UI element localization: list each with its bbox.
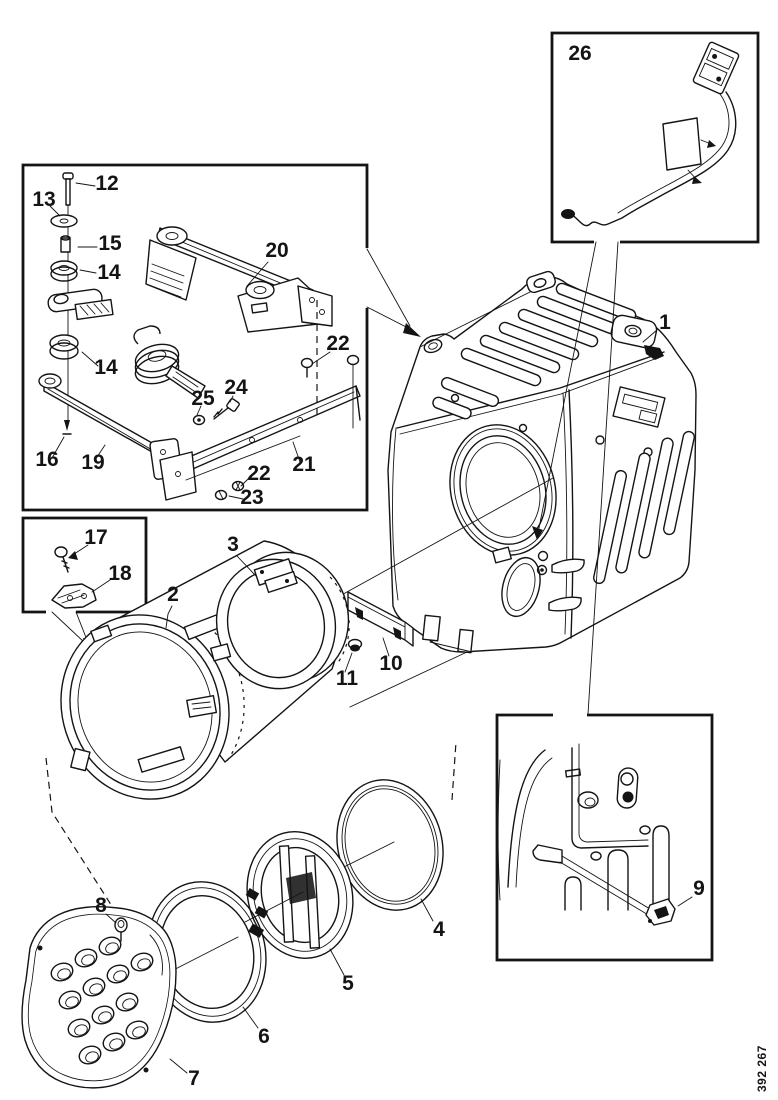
harness-wire bbox=[561, 91, 737, 227]
spacer-15 bbox=[60, 235, 71, 253]
screw-22-right bbox=[346, 354, 360, 429]
side-panel-ribs bbox=[592, 430, 695, 585]
inset-wire-harness bbox=[550, 31, 760, 244]
mounting-lug-left bbox=[423, 338, 443, 354]
callout-1: 1 bbox=[659, 311, 671, 334]
callout-2: 2 bbox=[167, 583, 179, 606]
callout-4: 4 bbox=[433, 918, 445, 941]
harness-connector bbox=[692, 41, 740, 95]
callout-24: 24 bbox=[224, 376, 248, 399]
mounting-lug-top bbox=[526, 270, 556, 294]
grommet-14-lower bbox=[49, 334, 79, 360]
callout-23: 23 bbox=[240, 486, 263, 509]
panel-corner bbox=[497, 743, 649, 901]
screw-22-lower bbox=[231, 480, 245, 492]
screw-8 bbox=[114, 917, 128, 942]
callout-25: 25 bbox=[191, 387, 215, 410]
door-opening bbox=[449, 424, 557, 564]
screw-16 bbox=[62, 420, 72, 435]
top-vent-slots bbox=[432, 282, 637, 420]
heater-ring-5 bbox=[244, 831, 354, 959]
callout-5: 5 bbox=[342, 972, 354, 995]
callout-21: 21 bbox=[292, 453, 316, 476]
drawing-code: 392 267 bbox=[755, 1045, 769, 1092]
side-panel-plate bbox=[595, 386, 666, 457]
callout-9: 9 bbox=[693, 877, 705, 900]
callout-17: 17 bbox=[84, 526, 107, 549]
callout-12: 12 bbox=[95, 172, 118, 195]
callout-22a: 22 bbox=[326, 332, 349, 355]
grommet-14-upper bbox=[50, 260, 78, 282]
callout-leaders bbox=[49, 182, 693, 1074]
callout-11: 11 bbox=[336, 667, 359, 690]
rail-21 bbox=[159, 385, 361, 501]
rear-bulkhead-7 bbox=[21, 906, 177, 1089]
callout-15: 15 bbox=[98, 232, 122, 255]
main-housing bbox=[387, 270, 697, 654]
lint-duct-port bbox=[501, 556, 541, 618]
callout-14a: 14 bbox=[97, 261, 121, 284]
panel-holes bbox=[564, 767, 651, 861]
callout-10: 10 bbox=[379, 652, 402, 675]
clip-9 bbox=[645, 898, 676, 926]
inset-side-panel-detail bbox=[495, 713, 714, 962]
bottom-brackets bbox=[422, 614, 474, 654]
hinge-arm bbox=[47, 288, 114, 321]
drum-front-band bbox=[210, 551, 350, 690]
callout-22b: 22 bbox=[247, 462, 270, 485]
callout-20: 20 bbox=[265, 239, 288, 262]
screw-12 bbox=[62, 172, 74, 206]
callout-19: 19 bbox=[81, 451, 104, 474]
callout-3: 3 bbox=[227, 533, 239, 556]
front-face-tabs bbox=[450, 393, 585, 612]
inset-suspension-assembly bbox=[21, 163, 421, 512]
callout-8: 8 bbox=[95, 894, 107, 917]
callout-7: 7 bbox=[188, 1067, 200, 1090]
spacer-25-target bbox=[192, 414, 206, 426]
clip-tab bbox=[532, 844, 563, 864]
callout-26: 26 bbox=[568, 42, 591, 65]
callout-numbers: 12 13 15 14 14 16 19 20 22 24 25 21 22 2… bbox=[32, 42, 705, 1090]
screw-17 bbox=[54, 546, 70, 573]
damper-wing-25 bbox=[133, 325, 206, 399]
nut-11 bbox=[347, 638, 363, 652]
callout-16: 16 bbox=[35, 448, 58, 471]
callout-18: 18 bbox=[108, 562, 132, 585]
callout-6: 6 bbox=[258, 1025, 270, 1048]
screw-22-upper bbox=[300, 357, 314, 378]
callout-13: 13 bbox=[32, 188, 55, 211]
panel-ribs bbox=[564, 825, 670, 911]
harness-tag bbox=[662, 117, 716, 184]
bulkhead-holes bbox=[50, 936, 154, 1065]
bolt-24 bbox=[213, 398, 240, 420]
bracket-20 bbox=[145, 226, 333, 333]
clamp-18 bbox=[51, 583, 97, 609]
screw-23 bbox=[214, 489, 228, 501]
callout-14b: 14 bbox=[94, 356, 118, 379]
washer-13 bbox=[50, 214, 78, 228]
